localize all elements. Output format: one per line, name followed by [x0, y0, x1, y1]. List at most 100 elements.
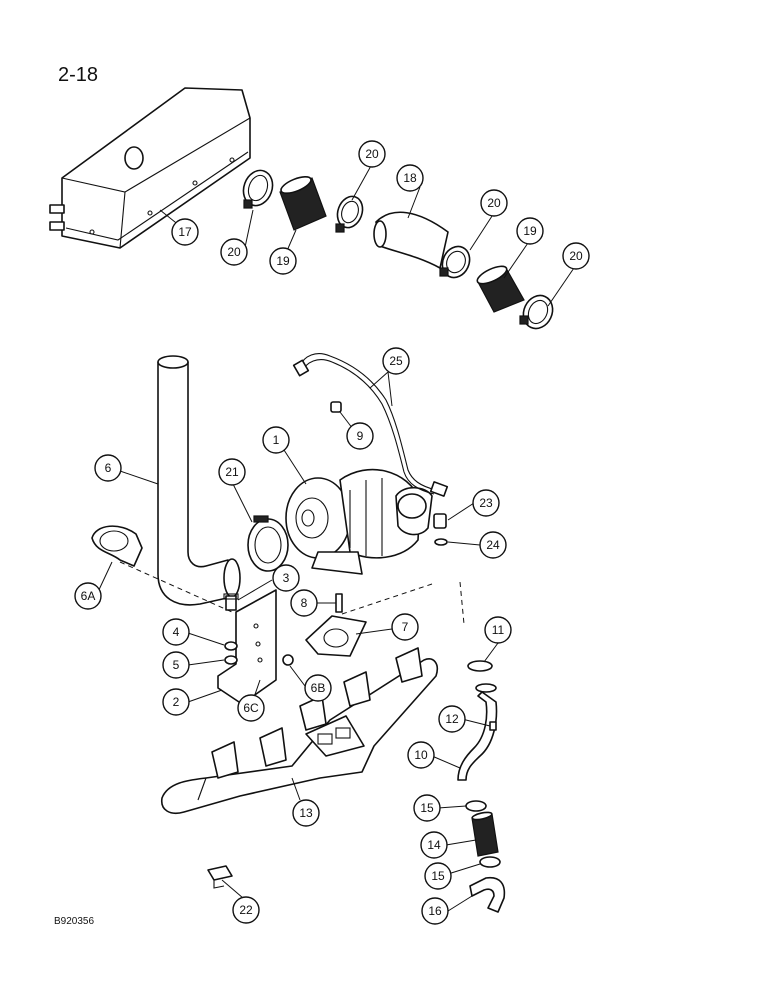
- callout-11: 11: [484, 616, 512, 644]
- svg-text:8: 8: [301, 596, 308, 610]
- svg-text:6: 6: [105, 461, 112, 475]
- svg-text:13: 13: [299, 806, 313, 820]
- clamp-part: [465, 800, 487, 812]
- callout-19: 19: [516, 217, 544, 245]
- callout-6a: 6A: [74, 582, 102, 610]
- svg-text:20: 20: [227, 245, 241, 259]
- callout-17: 17: [171, 218, 199, 246]
- svg-text:24: 24: [486, 538, 500, 552]
- callout-20: 20: [562, 242, 590, 270]
- callout-10: 10: [407, 741, 435, 769]
- callout-20: 20: [358, 140, 386, 168]
- nut-part: [282, 654, 294, 666]
- gasket-part: [305, 615, 367, 657]
- clip-part: [207, 865, 233, 889]
- svg-text:25: 25: [389, 354, 403, 368]
- svg-text:18: 18: [403, 171, 417, 185]
- svg-text:6C: 6C: [243, 701, 259, 715]
- pipe-bracket-part: [91, 525, 143, 567]
- oring-part: [434, 538, 448, 546]
- turbocharger-part: [285, 468, 433, 575]
- oil-fitting-part: [433, 513, 447, 529]
- hose-part: [471, 811, 499, 857]
- svg-text:14: 14: [427, 838, 441, 852]
- callout-15: 15: [413, 794, 441, 822]
- callout-1: 1: [262, 426, 290, 454]
- oil-line-part: [292, 353, 449, 497]
- callout-14: 14: [420, 831, 448, 859]
- svg-text:6A: 6A: [81, 589, 96, 603]
- intake-manifold-part: [49, 87, 251, 249]
- support-bracket-part: [217, 589, 277, 705]
- svg-text:4: 4: [173, 625, 180, 639]
- fitting-part: [330, 401, 342, 413]
- hose-sleeve-part: [476, 265, 525, 313]
- bolt-part: [223, 593, 239, 611]
- svg-text:15: 15: [431, 869, 445, 883]
- callout-8: 8: [290, 589, 318, 617]
- svg-text:12: 12: [445, 712, 459, 726]
- callout-21: 21: [218, 458, 246, 486]
- callout-20: 20: [480, 189, 508, 217]
- callout-24: 24: [479, 531, 507, 559]
- hose-clamp-part: [439, 245, 471, 279]
- exhaust-pipe-part: [157, 355, 241, 606]
- svg-text:10: 10: [414, 748, 428, 762]
- callout-6b: 6B: [304, 674, 332, 702]
- callout-23: 23: [472, 489, 500, 517]
- callout-5: 5: [162, 651, 190, 679]
- callout-6: 6: [94, 454, 122, 482]
- callout-7: 7: [391, 613, 419, 641]
- callout-4: 4: [162, 618, 190, 646]
- callout-16: 16: [421, 897, 449, 925]
- callout-12: 12: [438, 705, 466, 733]
- hose-sleeve-part: [279, 176, 327, 231]
- callout-19: 19: [269, 247, 297, 275]
- flange-gasket-part: [467, 660, 493, 672]
- lockwasher-part: [224, 655, 238, 665]
- svg-text:19: 19: [276, 254, 290, 268]
- callout-6c: 6C: [237, 694, 265, 722]
- clamp-part: [479, 856, 501, 868]
- svg-text:20: 20: [365, 147, 379, 161]
- svg-text:19: 19: [523, 224, 537, 238]
- svg-text:1: 1: [273, 433, 280, 447]
- leader-lines: [96, 163, 577, 912]
- callout-25: 25: [382, 347, 410, 375]
- hose-clamp-part: [335, 195, 364, 233]
- svg-text:9: 9: [357, 429, 364, 443]
- svg-text:15: 15: [420, 801, 434, 815]
- callout-18: 18: [396, 164, 424, 192]
- vband-clamp-part: [247, 515, 289, 572]
- svg-text:6B: 6B: [311, 681, 326, 695]
- svg-text:20: 20: [569, 249, 583, 263]
- svg-text:22: 22: [239, 903, 253, 917]
- svg-text:21: 21: [225, 465, 239, 479]
- svg-text:7: 7: [402, 620, 409, 634]
- svg-text:23: 23: [479, 496, 493, 510]
- callout-9: 9: [346, 422, 374, 450]
- page-number: 2-18: [58, 64, 99, 86]
- svg-text:3: 3: [283, 571, 290, 585]
- clip-part: [489, 721, 497, 731]
- callout-22: 22: [232, 896, 260, 924]
- stud-part: [335, 593, 343, 613]
- svg-text:5: 5: [173, 658, 180, 672]
- figure-code: B920356: [54, 916, 95, 927]
- drain-tube-part: [457, 683, 498, 781]
- svg-text:20: 20: [487, 196, 501, 210]
- callout-20: 20: [220, 238, 248, 266]
- elbow-hose-part: [373, 211, 449, 269]
- callout-3: 3: [272, 564, 300, 592]
- svg-text:11: 11: [492, 623, 505, 637]
- callout-15: 15: [424, 862, 452, 890]
- callout-2: 2: [162, 688, 190, 716]
- svg-text:2: 2: [173, 695, 180, 709]
- svg-text:16: 16: [428, 904, 442, 918]
- washer-part: [224, 641, 238, 651]
- hose-clamp-part: [242, 169, 274, 209]
- svg-text:17: 17: [178, 225, 192, 239]
- elbow-tube-part: [469, 876, 506, 913]
- hose-clamp-part: [519, 294, 554, 330]
